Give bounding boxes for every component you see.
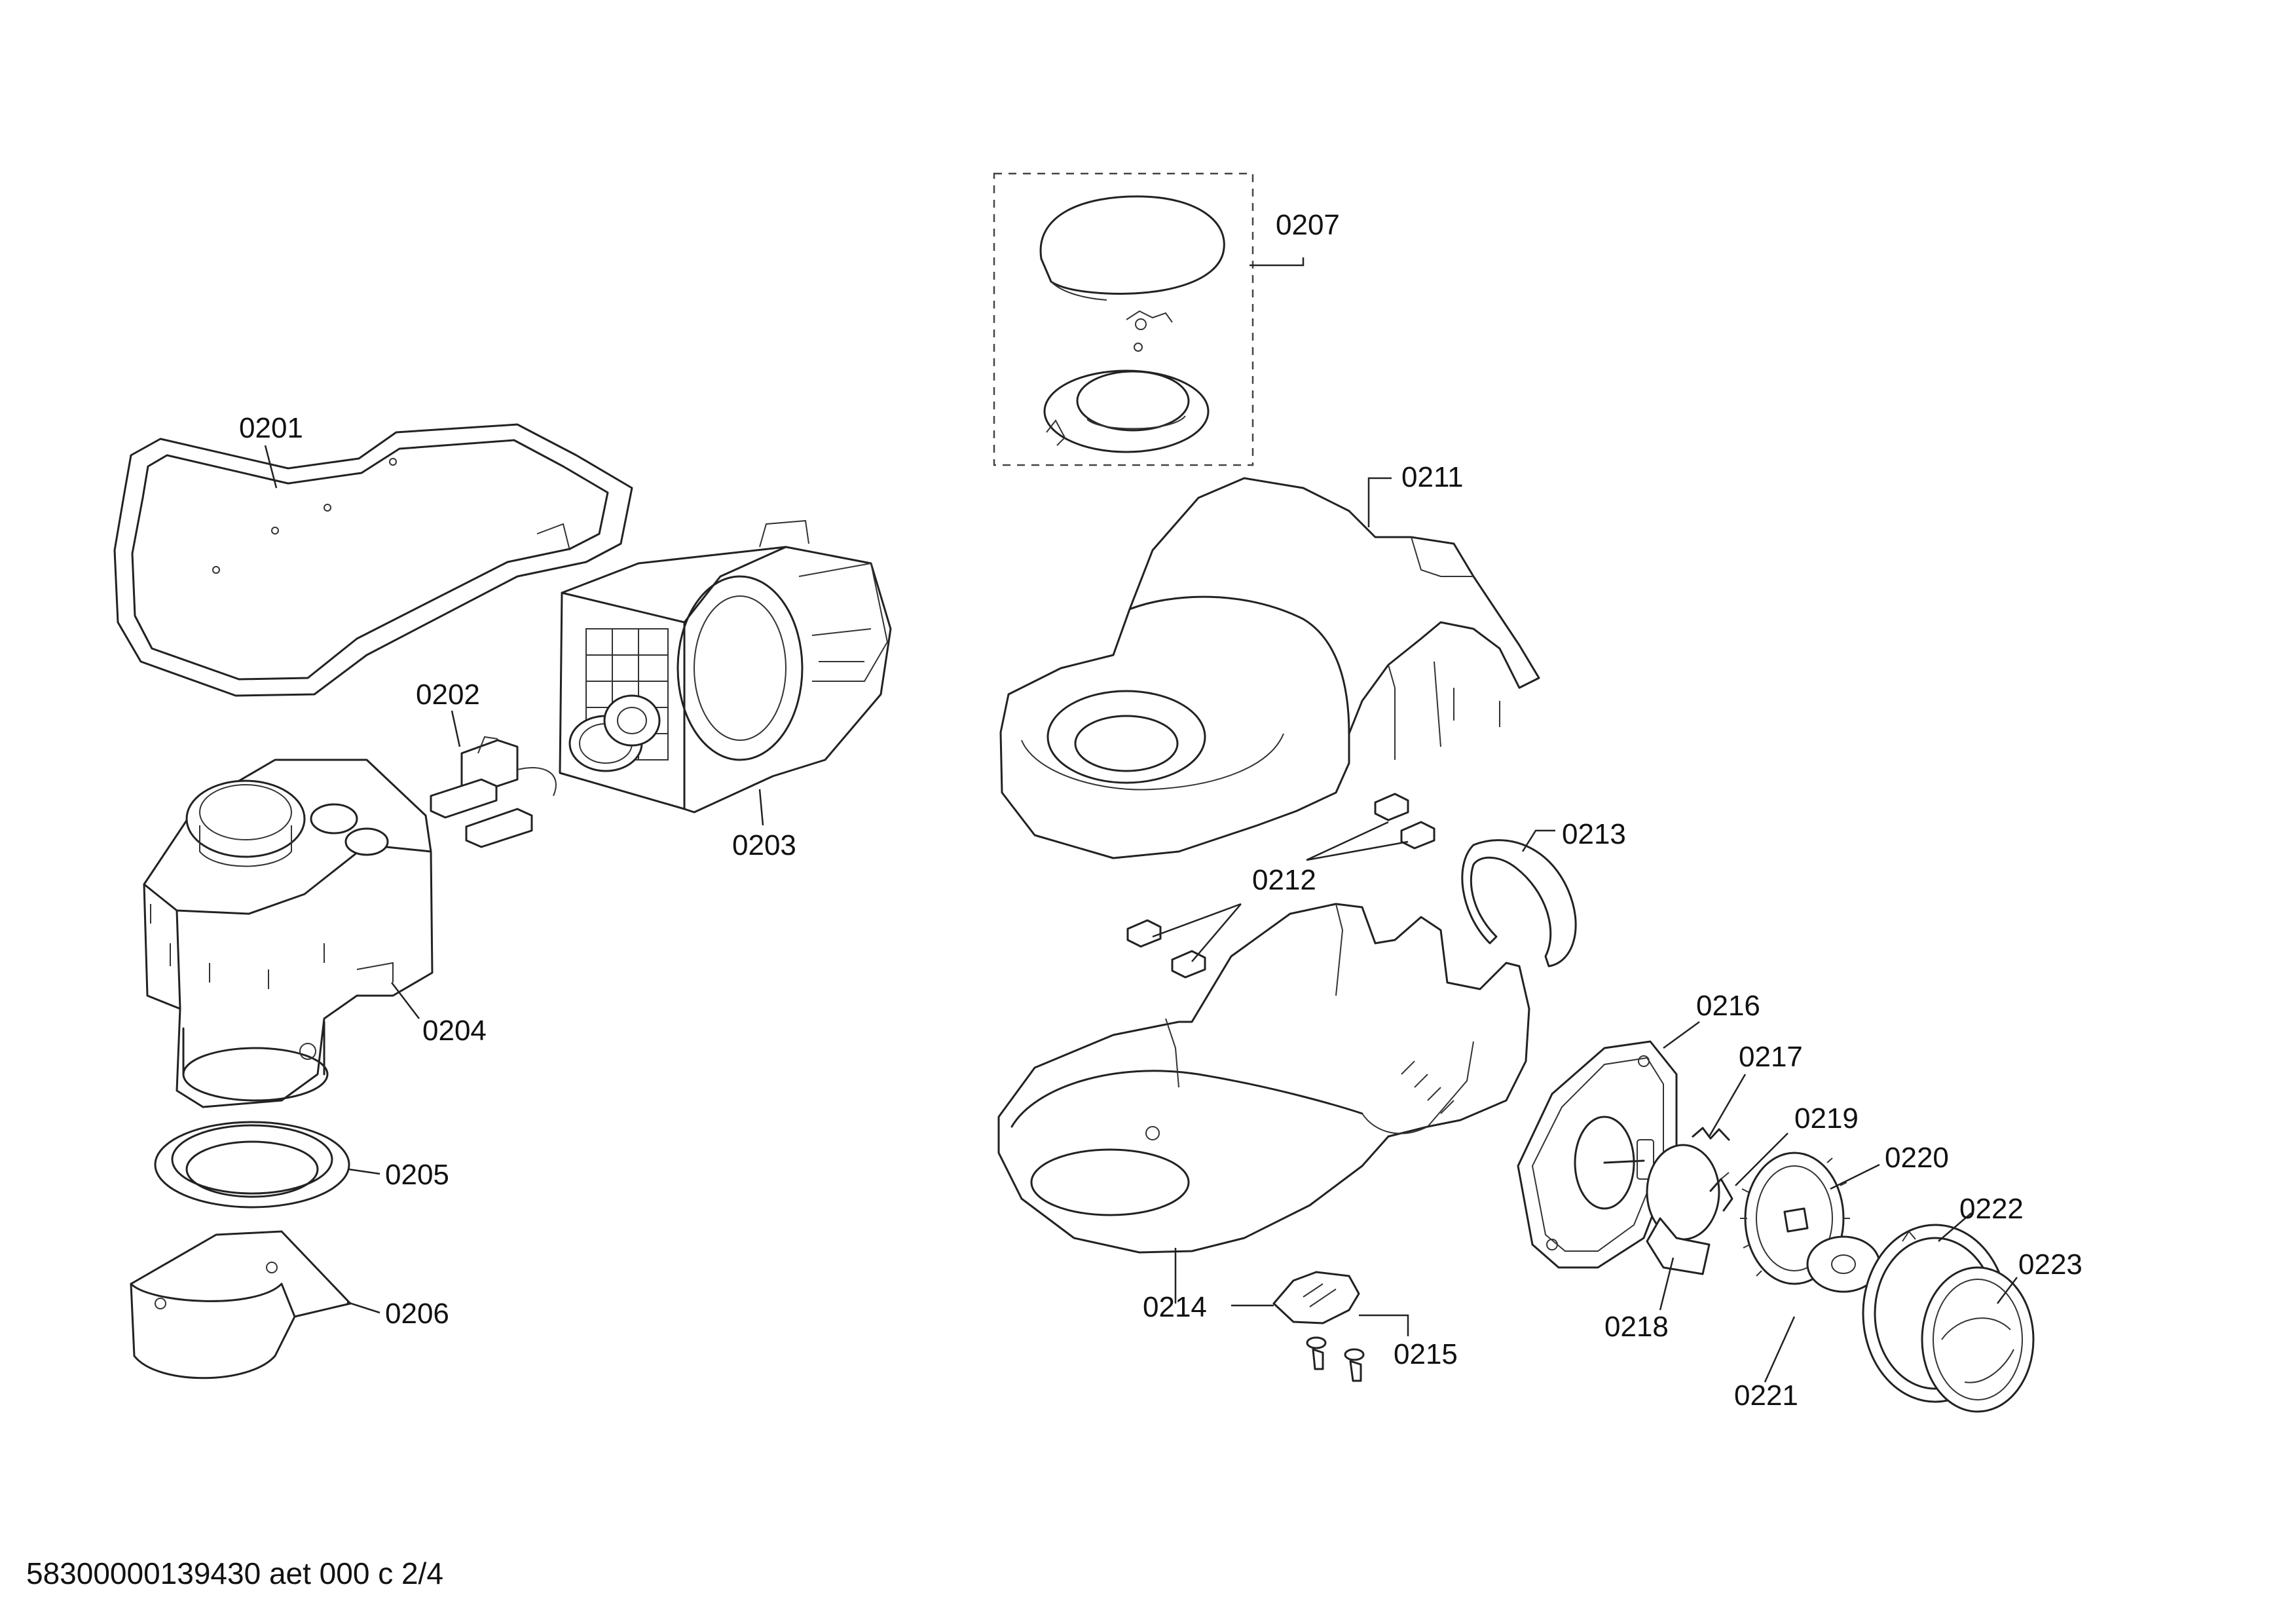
- callout-0223: 0223: [2018, 1248, 2083, 1281]
- part-0207-group-box: [993, 172, 1254, 466]
- part-0217-spring[interactable]: [1692, 1127, 1730, 1141]
- callout-0206: 0206: [385, 1298, 449, 1330]
- part-0219-clip[interactable]: [1709, 1172, 1733, 1212]
- leader-lines: [264, 257, 2018, 1383]
- part-0203-motor[interactable]: [559, 519, 892, 814]
- part-0214-lower-housing[interactable]: [997, 903, 1530, 1254]
- callout-0216: 0216: [1696, 990, 1760, 1022]
- part-0205-ring[interactable]: [154, 1121, 350, 1209]
- callout-0222: 0222: [1959, 1193, 2024, 1225]
- part-0207-lid-assembly[interactable]: [1039, 195, 1225, 453]
- part-0201-base-gasket[interactable]: [113, 423, 633, 697]
- callout-0214: 0214: [1143, 1291, 1207, 1323]
- callout-0220: 0220: [1885, 1142, 1949, 1174]
- callout-0203: 0203: [732, 829, 796, 861]
- part-0202-carbon-brushes[interactable]: [430, 736, 557, 848]
- part-0211-upper-housing[interactable]: [999, 477, 1540, 859]
- callout-0201: 0201: [239, 412, 303, 444]
- callout-0211: 0211: [1401, 461, 1464, 493]
- part-0218-disc[interactable]: [1646, 1144, 1720, 1275]
- part-0221-washer[interactable]: [1806, 1235, 1881, 1293]
- part-0215-clip-screws[interactable]: [1272, 1271, 1365, 1382]
- callout-0207: 0207: [1276, 209, 1340, 241]
- drawing-reference: 58300000139430 aet 000 c 2/4: [26, 1556, 443, 1590]
- callout-0221: 0221: [1734, 1379, 1798, 1412]
- callout-0202: 0202: [416, 679, 480, 711]
- callout-0219: 0219: [1794, 1102, 1859, 1135]
- callout-0212: 0212: [1252, 864, 1316, 896]
- callout-0218: 0218: [1604, 1311, 1669, 1343]
- part-0213-cover[interactable]: [1461, 839, 1577, 967]
- callout-0217: 0217: [1739, 1041, 1803, 1073]
- callout-0205: 0205: [385, 1159, 449, 1191]
- callout-0215: 0215: [1394, 1338, 1458, 1370]
- callout-0204: 0204: [422, 1015, 487, 1047]
- part-0212-rubber-feet[interactable]: [1126, 793, 1435, 979]
- part-0204-gear-housing[interactable]: [143, 759, 434, 1108]
- part-0223-knob[interactable]: [1921, 1266, 2035, 1413]
- callout-0213: 0213: [1562, 818, 1626, 850]
- part-0206-drive-cover[interactable]: [130, 1230, 352, 1379]
- callout-labels: 0201 0202 0203 0204 0205 0206 0207 0211 …: [239, 209, 2083, 1412]
